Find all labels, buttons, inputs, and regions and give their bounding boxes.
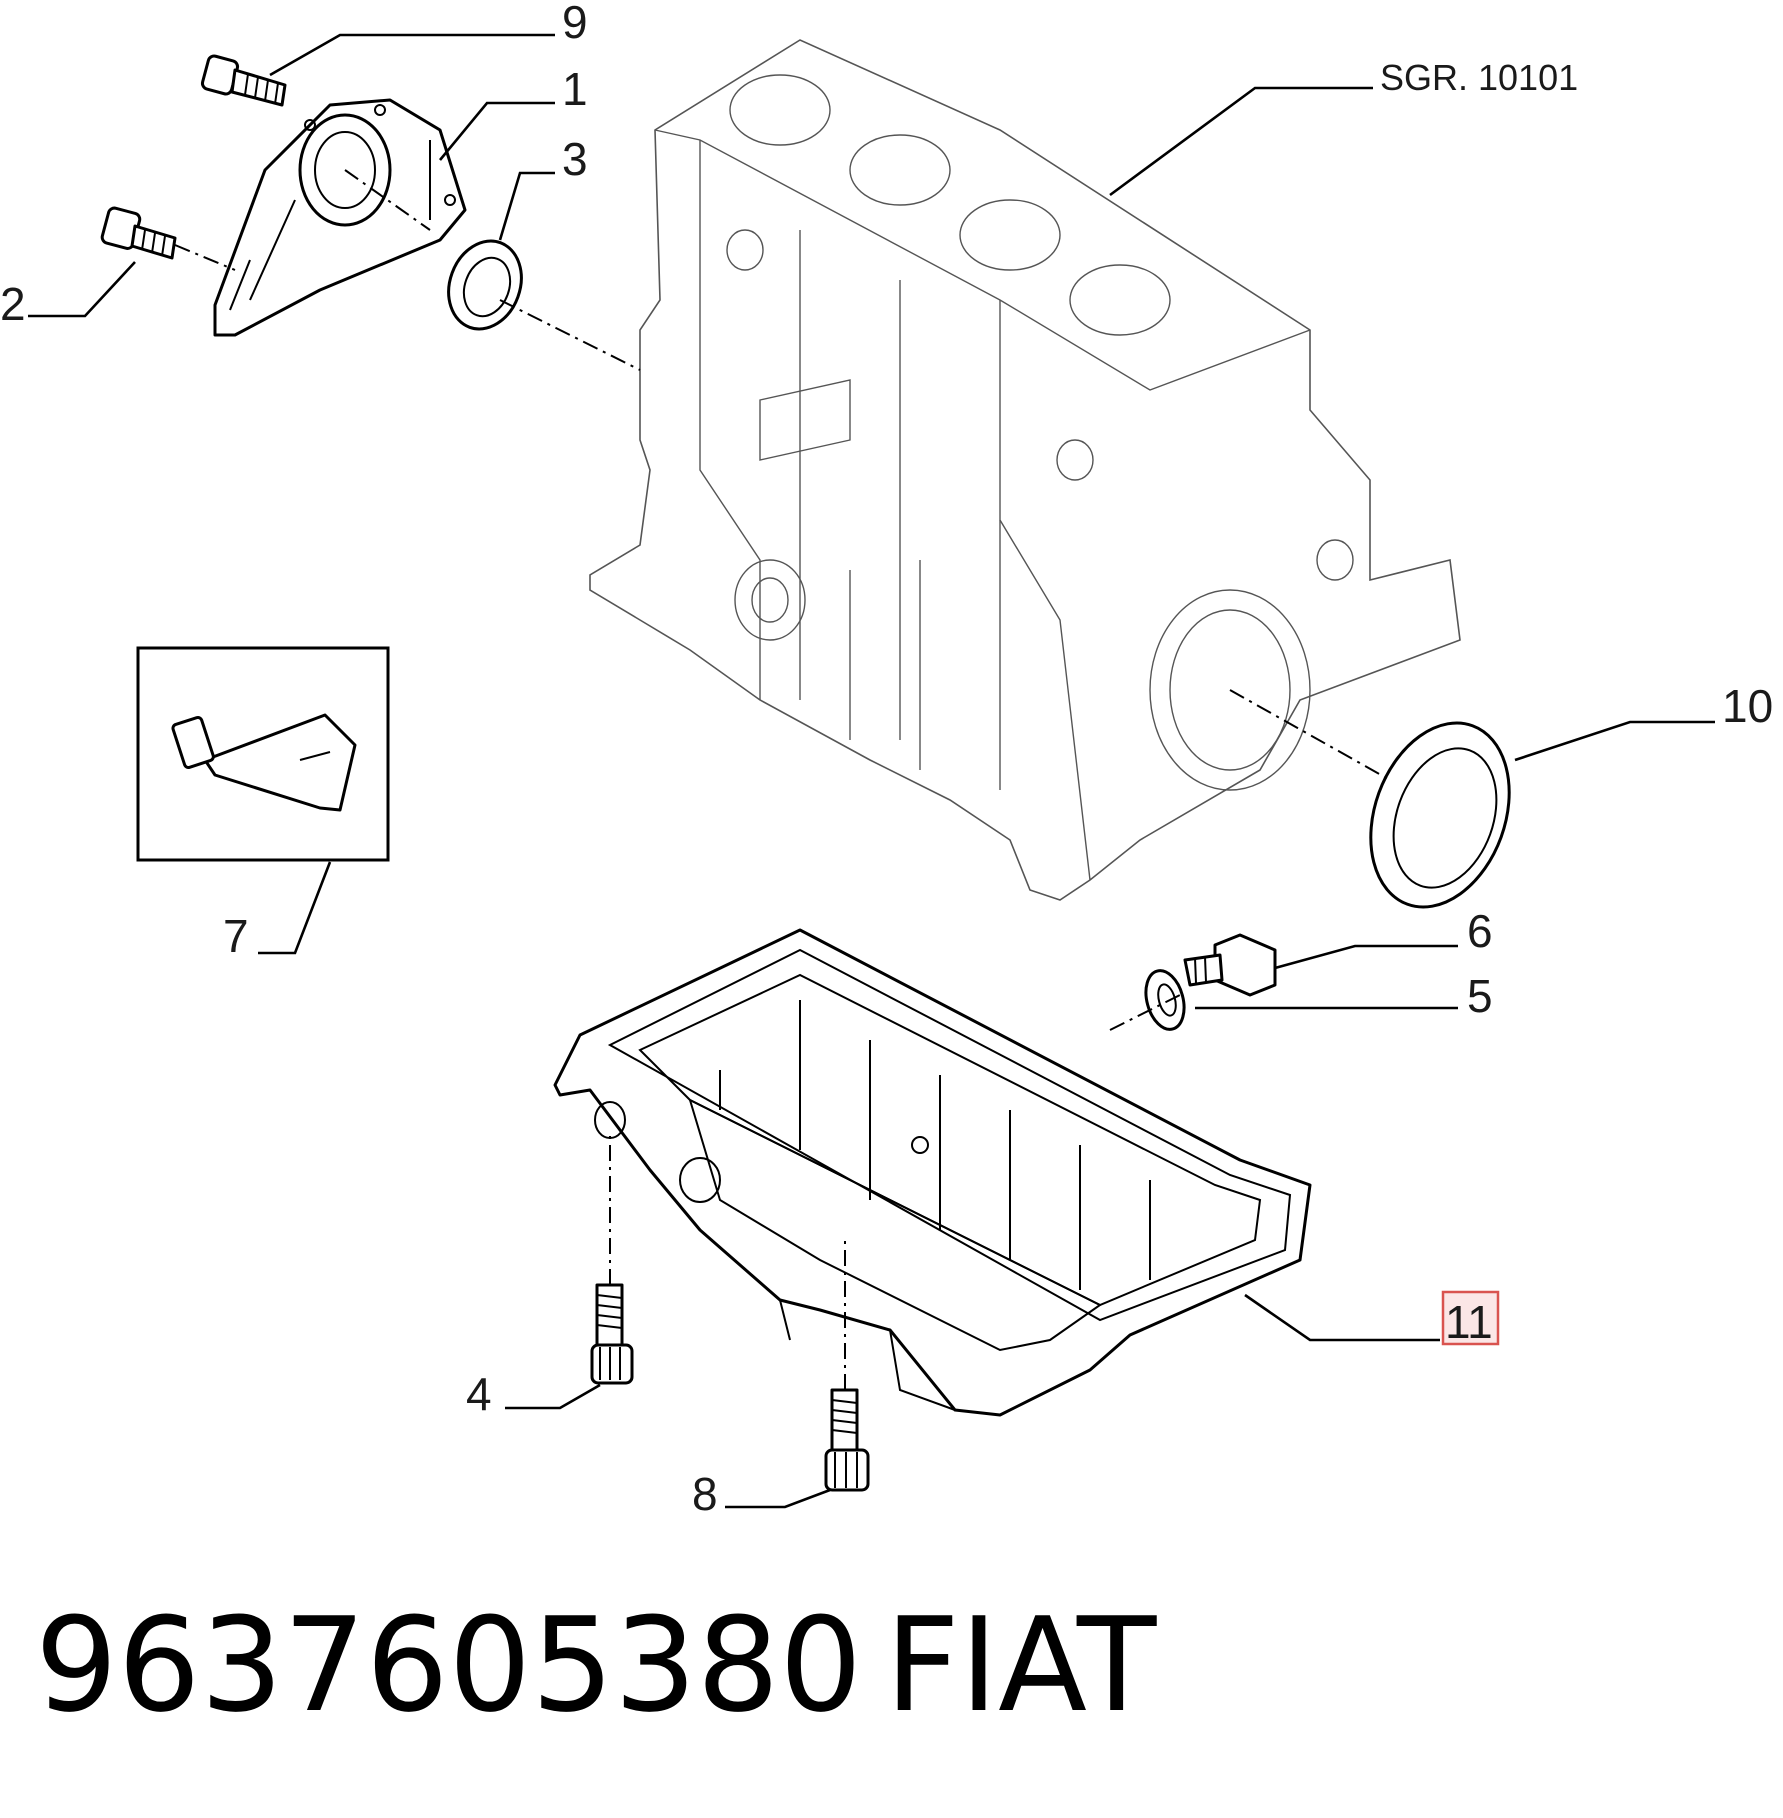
- callout-5[interactable]: 5: [1467, 970, 1493, 1022]
- part-4-bolt: [590, 1283, 634, 1385]
- callout-1[interactable]: 1: [562, 63, 588, 115]
- callout-8[interactable]: 8: [692, 1468, 718, 1520]
- part-9-bolt: [200, 54, 287, 107]
- part-2-bolt: [100, 206, 177, 260]
- reference-label[interactable]: SGR. 10101: [1380, 57, 1578, 98]
- leader-lines: [28, 33, 1715, 1509]
- footer: 9637605380 FIAT: [35, 1589, 1157, 1741]
- callout-labels: 9 1 3 2 SGR. 10101 10 7 6 5 11 4 8: [0, 0, 1773, 1520]
- callout-2[interactable]: 2: [0, 278, 26, 330]
- callout-3[interactable]: 3: [562, 133, 588, 185]
- part-number: 9637605380: [35, 1589, 862, 1741]
- part-10-seal-ring: [1369, 721, 1511, 909]
- part-1-seal-carrier: [213, 98, 467, 337]
- part-8-bolt: [824, 1388, 870, 1492]
- engine-block: [589, 39, 1461, 901]
- callout-6[interactable]: 6: [1467, 905, 1493, 957]
- part-7-sealant-box: [136, 646, 390, 862]
- assembly-axes: [174, 169, 1391, 1390]
- brand-name: FIAT: [885, 1589, 1157, 1741]
- part-3-seal-ring: [447, 239, 523, 331]
- part-11-oil-sump: [553, 928, 1312, 1417]
- callout-10[interactable]: 10: [1722, 680, 1773, 732]
- part-5-washer: [1144, 969, 1186, 1031]
- callout-11[interactable]: 11: [1445, 1296, 1493, 1348]
- callout-4[interactable]: 4: [466, 1368, 492, 1420]
- callout-9[interactable]: 9: [562, 0, 588, 48]
- part-6-drain-plug: [1183, 933, 1277, 997]
- callout-7[interactable]: 7: [223, 910, 249, 962]
- callout-11-highlight: [1441, 1290, 1500, 1346]
